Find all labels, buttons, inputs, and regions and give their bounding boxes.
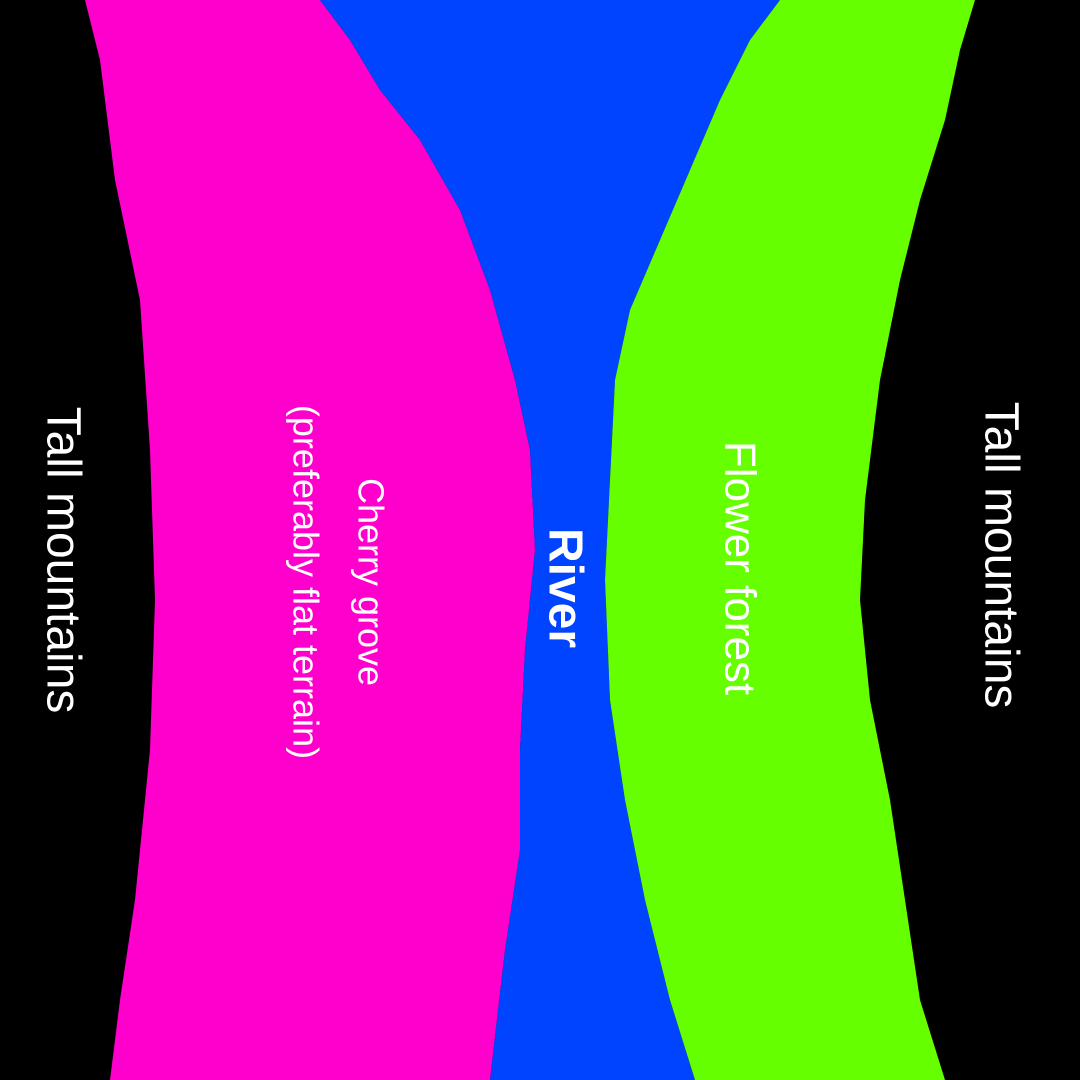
cherry-grove-label: Cherry grove <box>350 478 391 686</box>
flower-forest-label: Flower forest <box>715 441 764 695</box>
river-region <box>320 0 780 1080</box>
cherry-grove-region <box>85 0 535 1080</box>
cherry-grove-sublabel: (preferably flat terrain) <box>285 405 326 759</box>
left-mountains-label: Tall mountains <box>36 407 89 714</box>
flower-forest-region <box>605 0 975 1080</box>
right-mountains-label: Tall mountains <box>974 402 1027 709</box>
river-label: River <box>538 528 591 648</box>
